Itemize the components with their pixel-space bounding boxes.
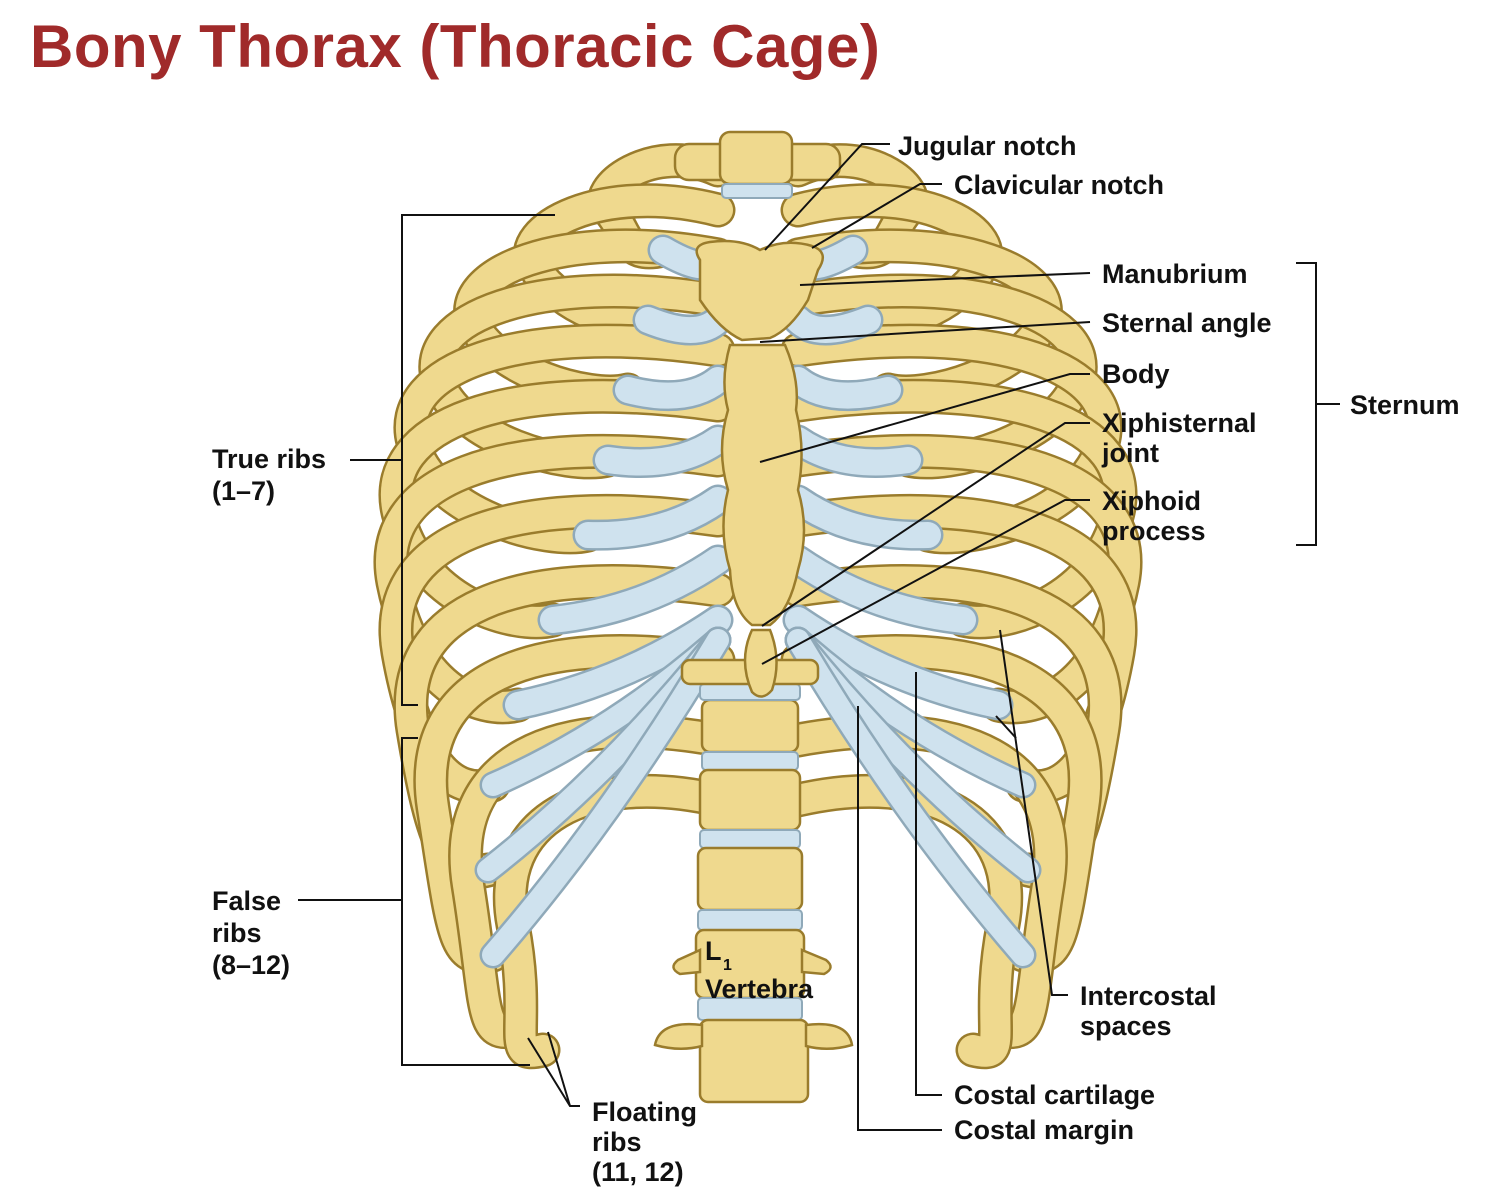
cartilage-4-right [785,427,921,476]
label-false-ribs-line1: False [212,886,281,916]
label-costal-cartilage: Costal cartilage [954,1080,1155,1110]
label-xiphoid-process-line2: process [1102,516,1206,546]
label-intercostal-spaces-line2: spaces [1080,1011,1172,1041]
label-xiphisternal-joint-line2: joint [1101,438,1159,468]
sternum-bone [695,239,825,698]
cartilage-2-right [785,307,881,343]
xiphoid-shape [743,628,778,698]
label-sternal-angle: Sternal angle [1102,308,1272,338]
label-xiphisternal-joint-line1: Xiphisternal [1102,408,1257,438]
page-title: Bony Thorax (Thoracic Cage) [30,13,881,80]
label-xiphoid-process-line1: Xiphoid [1102,486,1201,516]
label-costal-margin: Costal margin [954,1115,1134,1145]
label-sternum: Sternum [1350,390,1460,420]
cartilage-3-left [615,367,731,409]
cartilage-10-left [482,629,729,966]
label-floating-ribs-line2: ribs [592,1127,642,1157]
label-floating-ribs-line3: (11, 12) [592,1157,684,1187]
cartilage-6-right [785,547,976,633]
cartilage-10-right [787,629,1034,966]
rib-8-left [381,496,733,802]
label-vertebra-letter: L [705,936,722,966]
rib-8-right [783,496,1135,802]
cartilage-7-right [785,607,1011,718]
label-body: Body [1102,359,1170,389]
cartilage-6-left [540,547,731,633]
label-floating-ribs-line1: Floating [592,1097,697,1127]
labels: Jugular notch Clavicular notch Manubrium… [212,131,1460,1187]
label-jugular-notch: Jugular notch [898,131,1077,161]
cartilage-2-left [635,307,731,343]
label-true-ribs-line1: True ribs [212,444,326,474]
label-vertebra-word: Vertebra [705,974,814,1004]
cartilage-7-left [505,607,731,718]
sternal-body-shape [720,343,806,627]
leader-lines [298,143,1340,1131]
cartilage-5-left [575,487,731,549]
cartilage-4-left [595,427,731,476]
label-vertebra-subscript: 1 [723,957,732,974]
cartilage-3-right [785,367,901,409]
label-true-ribs-line2: (1–7) [212,476,275,506]
label-manubrium: Manubrium [1102,259,1248,289]
label-clavicular-notch: Clavicular notch [954,170,1164,200]
label-false-ribs-line3: (8–12) [212,950,290,980]
vertebral-column [653,130,854,1104]
label-intercostal-spaces-line1: Intercostal [1080,981,1217,1011]
cartilage-5-right [785,487,941,549]
label-false-ribs-line2: ribs [212,918,262,948]
